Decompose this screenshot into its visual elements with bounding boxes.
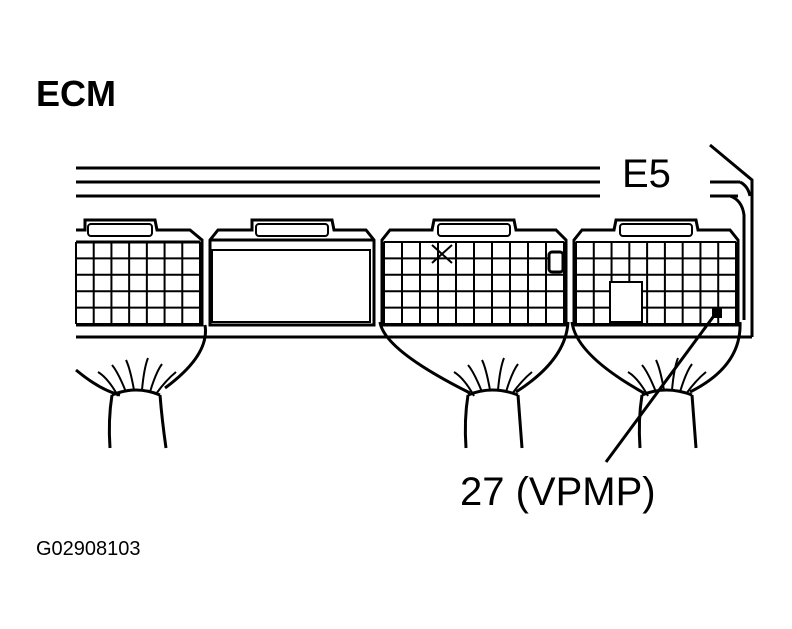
terminal-27-pin [712, 308, 722, 318]
ecm-title: ECM [36, 73, 116, 114]
connector-left [75, 218, 204, 327]
wire-harness-middle [378, 321, 570, 449]
terminal-27-label: 27 (VPMP) [460, 470, 656, 514]
terminal-27-leader [604, 312, 718, 463]
connector-middle [380, 218, 568, 327]
connector-e5 [572, 218, 740, 327]
ecm-housing [76, 143, 754, 339]
connector-label-e5: E5 [622, 152, 671, 196]
connector-blank [208, 218, 376, 327]
figure-id: G02908103 [36, 538, 141, 560]
wire-harness-right [570, 321, 742, 449]
wire-harness-left [75, 324, 207, 449]
